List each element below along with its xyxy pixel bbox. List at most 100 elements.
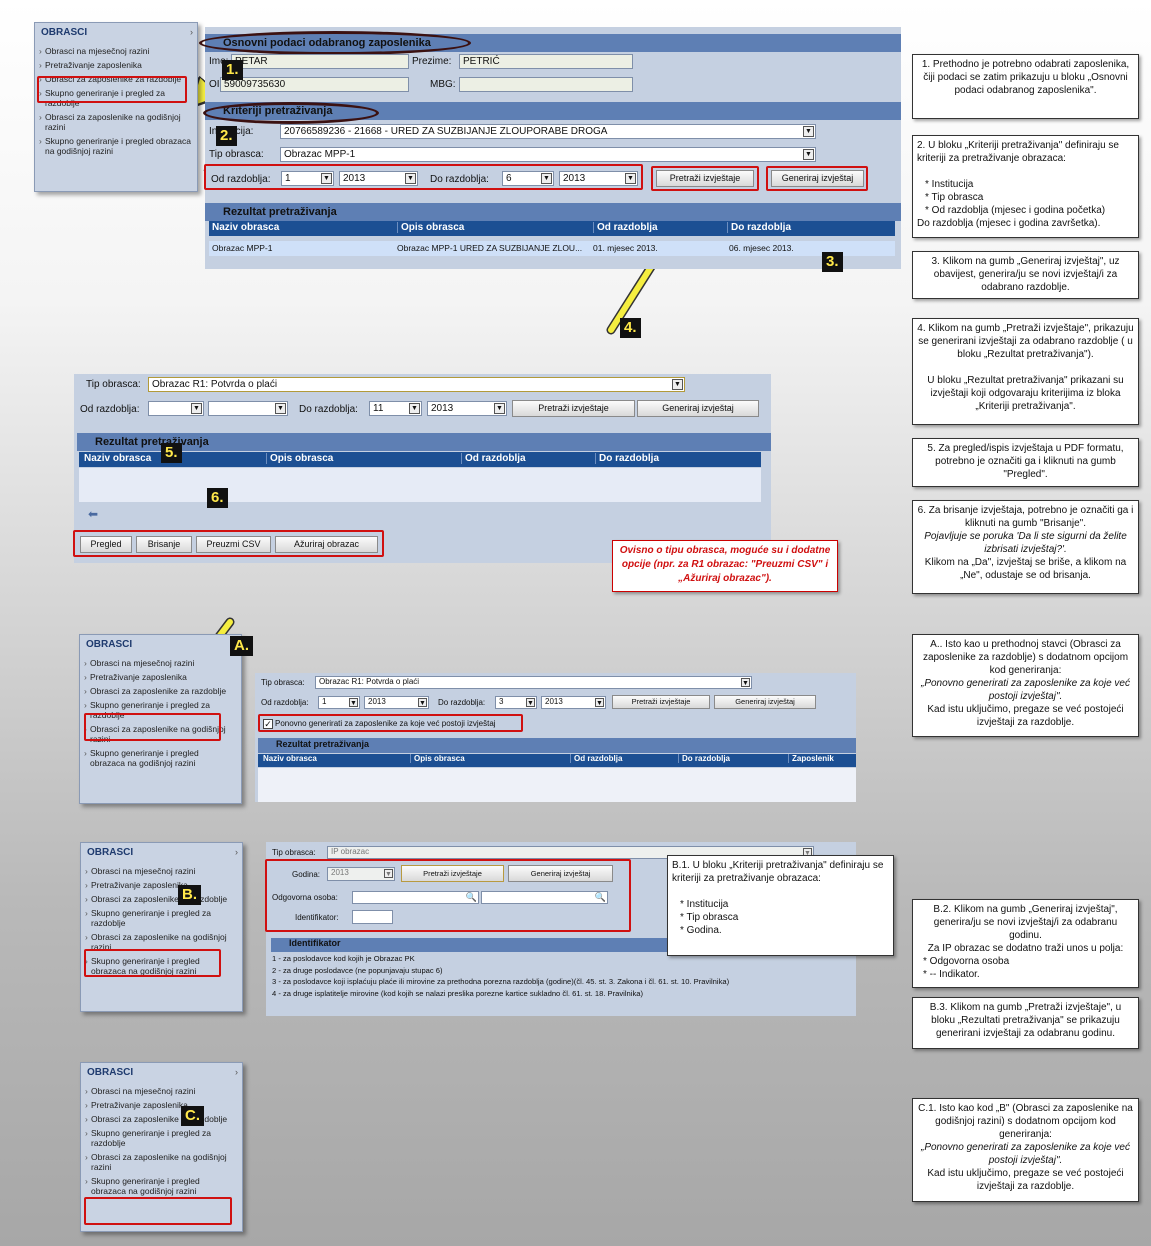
from-month-select[interactable]: 1▼ — [281, 171, 334, 186]
column-header: Opis obrasca — [266, 453, 333, 464]
forms-menu: › OBRASCI Obrasci na mjesečnoj razini Pr… — [80, 842, 243, 1012]
column-header: Opis obrasca — [410, 754, 465, 763]
search-reports-button[interactable]: Pretraži izvještaje — [401, 865, 504, 882]
menu-item-bulk-period[interactable]: Skupno generiranje i pregled za razdoblj… — [35, 86, 197, 110]
menu-item-employee-search[interactable]: Pretraživanje zaposlenika — [35, 58, 197, 72]
menu-item-monthly[interactable]: Obrasci na mjesečnoj razini — [35, 44, 197, 58]
regenerate-checkbox[interactable]: ✓ — [263, 719, 273, 729]
results-title: Rezultat pretraživanja — [276, 739, 370, 749]
menu-item-bulk-period[interactable]: Skupno generiranje i pregled za razdoblj… — [81, 906, 242, 930]
list-item: 3 - za poslodavce koji isplaćuju plaće i… — [272, 977, 730, 986]
download-csv-button[interactable]: Preuzmi CSV — [196, 536, 271, 553]
menu-item-employee-period[interactable]: Obrasci za zaposlenike za razdoblje — [35, 72, 197, 86]
dropdown-arrow-icon: ▼ — [349, 698, 358, 707]
responsible-person-field[interactable]: 🔍 — [352, 891, 479, 904]
search-reports-button[interactable]: Pretraži izvještaje — [512, 400, 635, 417]
menu-item-employee-yearly[interactable]: Obrasci za zaposlenike na godišnjoj razi… — [81, 930, 242, 954]
to-month-select[interactable]: 6▼ — [502, 171, 554, 186]
highlight-ellipse — [203, 102, 379, 124]
form-type-select[interactable]: Obrazac R1: Potvrda o plaći▼ — [148, 377, 685, 392]
preview-button[interactable]: Pregled — [80, 536, 132, 553]
responsible-person-field-2[interactable]: 🔍 — [481, 891, 608, 904]
from-year-select[interactable]: ▼ — [208, 401, 288, 416]
menu-item-employee-yearly[interactable]: Obrasci za zaposlenike na godišnjoj razi… — [81, 1150, 242, 1174]
column-header: Do razdoblja — [595, 453, 659, 464]
list-item: 2 - za druge poslodavce (ne popunjavaju … — [272, 965, 443, 975]
menu-item-bulk-period[interactable]: Skupno generiranje i pregled za razdoblj… — [81, 1126, 242, 1150]
dropdown-arrow-icon: ▼ — [418, 698, 427, 707]
from-period-label: Od razdoblja: — [211, 174, 271, 185]
table-row[interactable]: Obrazac MPP-1 Obrazac MPP-1 URED ZA SUZB… — [209, 241, 895, 256]
menu-item-employee-search[interactable]: Pretraživanje zaposlenika — [81, 1098, 242, 1112]
menu-item-bulk-yearly[interactable]: Skupno generiranje i pregled obrazaca na… — [35, 134, 197, 158]
search-reports-button[interactable]: Pretraži izvještaje — [612, 695, 710, 709]
column-header: Od razdoblja — [570, 754, 622, 763]
menu-item-monthly[interactable]: Obrasci na mjesečnoj razini — [80, 656, 241, 670]
menu-item-employee-search[interactable]: Pretraživanje zaposlenika — [80, 670, 241, 684]
menu-item-bulk-yearly[interactable]: Skupno generiranje i pregled obrazaca na… — [81, 954, 242, 978]
from-month-select[interactable]: ▼ — [148, 401, 204, 416]
dropdown-arrow-icon: ▼ — [409, 403, 420, 414]
menu-item-monthly[interactable]: Obrasci na mjesečnoj razini — [81, 864, 242, 878]
last-name-field: PETRIĆ — [459, 54, 633, 69]
to-month-select[interactable]: 3▼ — [495, 696, 537, 709]
results-title: Rezultat pretraživanja — [95, 436, 209, 448]
mbg-label: MBG: — [430, 79, 456, 90]
note-step-4: 4. Klikom na gumb „Pretraži izvještaje",… — [912, 318, 1139, 425]
results-header: Naziv obrasca Opis obrasca Od razdoblja … — [258, 754, 856, 767]
step-badge: A. — [230, 636, 253, 656]
menu-item-bulk-yearly[interactable]: Skupno generiranje i pregled obrazaca na… — [81, 1174, 242, 1198]
highlight-box — [258, 714, 523, 732]
year-select[interactable]: 2013▼ — [327, 867, 395, 881]
forms-menu: › OBRASCI Obrasci na mjesečnoj razini Pr… — [79, 634, 242, 804]
to-year-select[interactable]: 2013▼ — [541, 696, 606, 709]
generate-report-button[interactable]: Generiraj izvještaj — [637, 400, 759, 417]
first-name-field: PETAR — [231, 54, 409, 69]
menu-item-employee-yearly[interactable]: Obrasci za zaposlenike na godišnjoj razi… — [35, 110, 197, 134]
dropdown-arrow-icon: ▼ — [803, 149, 814, 160]
from-year-select[interactable]: 2013▼ — [364, 696, 429, 709]
to-year-select[interactable]: 2013▼ — [427, 401, 507, 416]
oib-label: OIB: — [209, 79, 230, 90]
menu-title: OBRASCI — [87, 1067, 134, 1078]
generate-report-button[interactable]: Generiraj izvještaj — [714, 695, 816, 709]
to-period-label: Do razdoblja: — [438, 698, 486, 707]
menu-item-employee-period[interactable]: Obrasci za zaposlenike za razdoblje — [81, 1112, 242, 1126]
menu-item-bulk-yearly[interactable]: Skupno generiranje i pregled obrazaca na… — [80, 746, 241, 770]
to-month-select[interactable]: 11▼ — [369, 401, 422, 416]
institution-select[interactable]: 20766589236 - 21668 - URED ZA SUZBIJANJE… — [280, 124, 816, 139]
menu-item-bulk-period[interactable]: Skupno generiranje i pregled za razdoblj… — [80, 698, 241, 722]
note-step-b3: B.3. Klikom na gumb „Pretraži izvještaje… — [912, 997, 1139, 1049]
from-month-select[interactable]: 1▼ — [318, 696, 360, 709]
to-year-select[interactable]: 2013▼ — [559, 171, 638, 186]
year-label: Godina: — [292, 870, 321, 879]
menu-item-employee-period[interactable]: Obrasci za zaposlenike za razdoblje — [80, 684, 241, 698]
form-type-select[interactable]: Obrazac R1: Potvrda o plaći▼ — [315, 676, 752, 689]
menu-item-employee-search[interactable]: Pretraživanje zaposlenika — [81, 878, 242, 892]
generate-report-button[interactable]: Generiraj izvještaj — [508, 865, 613, 882]
column-header: Od razdoblja — [461, 453, 526, 464]
form-type-select[interactable]: Obrazac MPP-1▼ — [280, 147, 816, 162]
search-icon[interactable]: 🔍 — [594, 892, 606, 902]
delete-button[interactable]: Brisanje — [136, 536, 192, 553]
arrow-left-icon[interactable]: ⬅ — [88, 507, 99, 521]
generate-report-button[interactable]: Generiraj izvještaj — [771, 170, 864, 187]
identifier-field[interactable] — [352, 910, 393, 924]
update-form-button[interactable]: Ažuriraj obrazac — [275, 536, 378, 553]
identifier-list: 1 - za poslodavce kod kojih je Obrazac P… — [271, 953, 856, 999]
dropdown-arrow-icon: ▼ — [526, 698, 535, 707]
search-reports-button[interactable]: Pretraži izvještaje — [656, 170, 754, 187]
last-name-label: Prezime: — [412, 56, 452, 67]
note-step-6: 6. Za brisanje izvještaja, potrebno je o… — [912, 500, 1139, 594]
note-step-3: 3. Klikom na gumb „Generiraj izvještaj",… — [912, 251, 1139, 299]
note-step-b2: B.2. Klikom na gumb „Generiraj izvještaj… — [912, 899, 1139, 988]
menu-title: OBRASCI — [86, 639, 133, 650]
step-badge: 5. — [161, 443, 182, 463]
column-header: Naziv obrasca — [263, 754, 317, 763]
mbg-field — [459, 77, 633, 92]
from-year-select[interactable]: 2013▼ — [339, 171, 418, 186]
first-name-label: Ime: — [209, 56, 229, 67]
menu-item-employee-period[interactable]: Obrasci za zaposlenike za razdoblje — [81, 892, 242, 906]
menu-item-monthly[interactable]: Obrasci na mjesečnoj razini — [81, 1084, 242, 1098]
search-icon[interactable]: 🔍 — [465, 892, 477, 902]
